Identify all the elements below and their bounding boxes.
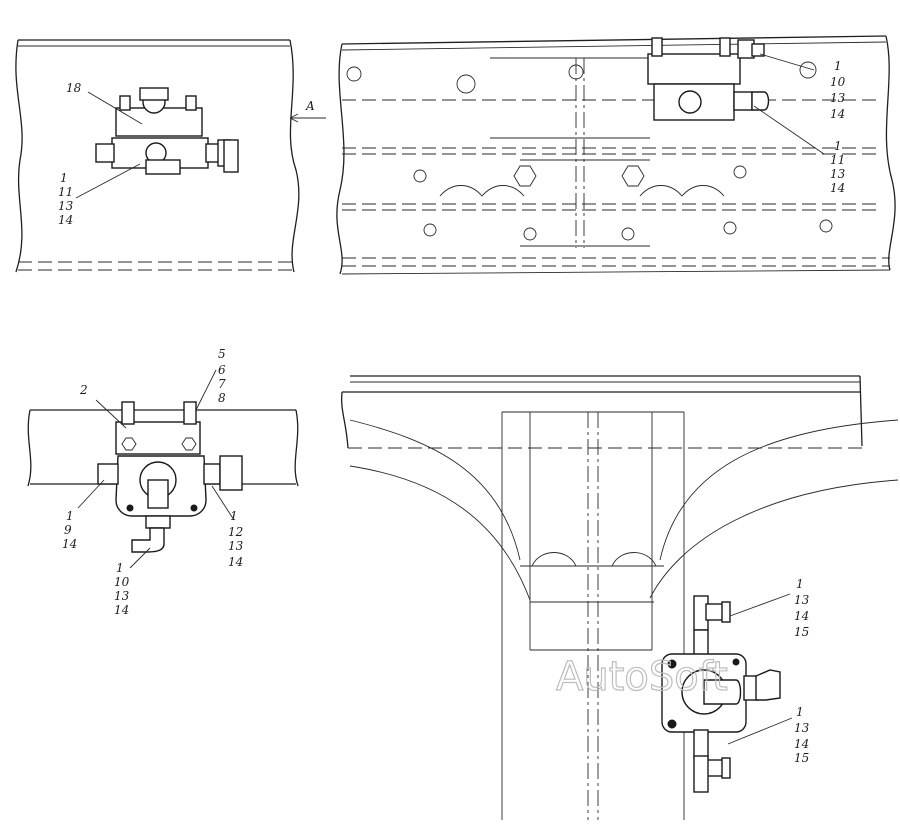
- leader-bl-right: [211, 485, 235, 521]
- callout-tr-1b: 1: [834, 139, 842, 153]
- callout-bl-bottom-14: 14: [114, 603, 129, 617]
- bottom-left-view: 2 5 6 7 8 1 9 14 1 12 13 14 1 10 13 14: [27, 347, 299, 617]
- top-right-view: 1 10 13 14 1 11 13 14: [336, 35, 896, 275]
- bottom-right-view: AutoSoft 1 13 14 15 1 13 14 15: [340, 375, 899, 820]
- callout-bl-5: 5: [218, 347, 226, 361]
- valve-clamp-bracket-18: [115, 87, 203, 137]
- rivet-holes: [346, 61, 833, 241]
- callout-tr-11: 11: [830, 153, 845, 167]
- callout-bl-left-1: 1: [66, 509, 74, 523]
- valve-clamp-bottom-left: [115, 401, 201, 455]
- callout-tr-10: 10: [830, 75, 846, 89]
- leader-br-top: [729, 593, 791, 617]
- callout-bl-right-12: 12: [228, 525, 243, 539]
- callout-bl-left-14: 14: [62, 537, 77, 551]
- callout-bl-bottom-13: 13: [114, 589, 130, 603]
- watermark: AutoSoft: [556, 654, 728, 700]
- callout-bl-6: 6: [218, 363, 226, 377]
- callout-br-top-15: 15: [794, 625, 809, 639]
- valve-body-top-left: [95, 137, 239, 175]
- valve-bottom-right: [661, 595, 781, 793]
- leader-tr-bottom: [753, 105, 825, 155]
- leader-tr-top: [759, 53, 815, 71]
- callout-bl-right-14: 14: [228, 555, 243, 569]
- callout-br-bottom-15: 15: [794, 751, 809, 765]
- callout-bl-right-1: 1: [230, 509, 238, 523]
- valve-body-bottom-left: [97, 455, 243, 553]
- callout-bl-bottom-1: 1: [116, 561, 124, 575]
- leader-bl-bottom: [129, 547, 151, 569]
- callout-tr-13a: 13: [830, 91, 846, 105]
- callout-tr-14b: 14: [830, 181, 845, 195]
- callout-br-top-14: 14: [794, 609, 809, 623]
- callout-bl-8: 8: [218, 391, 226, 405]
- callout-bl-7: 7: [218, 377, 226, 391]
- view-arrow-a: A: [289, 99, 326, 123]
- callout-bl-bottom-10: 10: [114, 575, 130, 589]
- callout-tr-13b: 13: [830, 167, 846, 181]
- callout-tl-1: 1: [60, 171, 68, 185]
- leader-group-tl: [75, 163, 141, 199]
- callout-br-top-1: 1: [796, 577, 804, 591]
- callout-tr-1a: 1: [834, 59, 842, 73]
- callout-18: 18: [66, 81, 82, 95]
- leader-bl-2: [95, 399, 127, 429]
- leader-18: [87, 91, 143, 125]
- valve-top-right: [647, 37, 770, 121]
- leader-bl-5: [195, 369, 217, 411]
- callout-tl-13: 13: [58, 199, 74, 213]
- leader-bl-left: [77, 479, 105, 509]
- callout-tl-14: 14: [58, 213, 73, 227]
- callout-bl-right-13: 13: [228, 539, 244, 553]
- callout-br-bottom-1: 1: [796, 705, 804, 719]
- callout-br-top-13: 13: [794, 593, 810, 607]
- vertical-member: [501, 411, 685, 820]
- callout-bl-2: 2: [79, 383, 88, 397]
- callout-tl-11: 11: [58, 185, 73, 199]
- callout-bl-left-9: 9: [64, 523, 72, 537]
- top-left-view: 18 1 11 13 14 A: [15, 39, 326, 273]
- callout-tr-14a: 14: [830, 107, 845, 121]
- callout-br-bottom-14: 14: [794, 737, 809, 751]
- leader-br-bottom: [727, 717, 793, 745]
- view-letter: A: [305, 99, 315, 113]
- callout-br-bottom-13: 13: [794, 721, 810, 735]
